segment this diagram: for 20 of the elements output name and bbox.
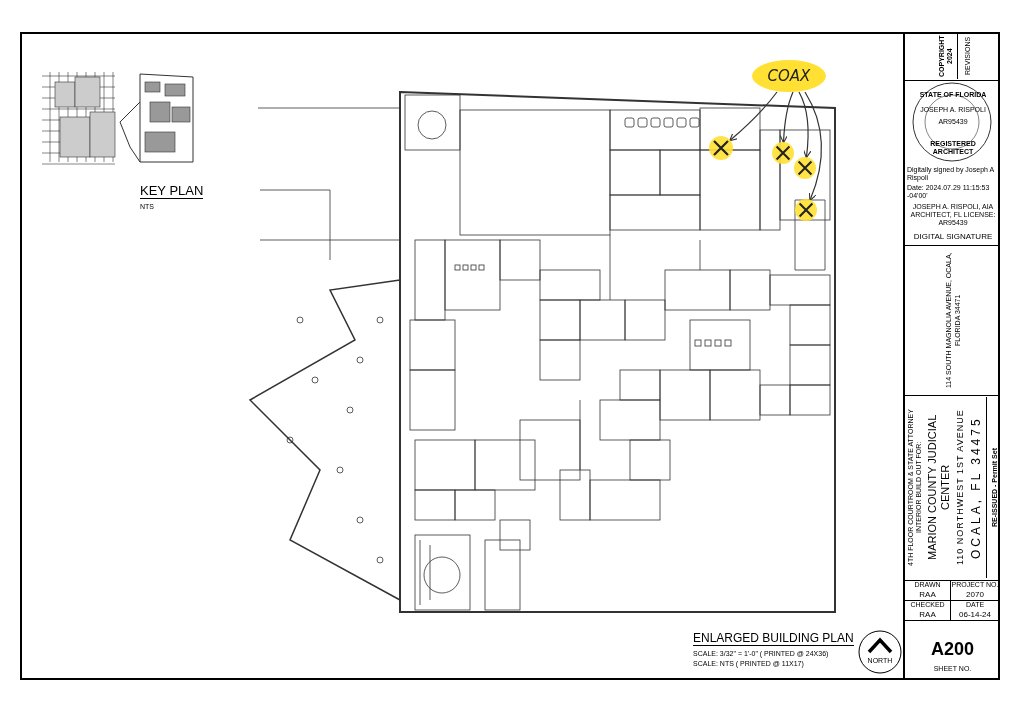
sheet-number: A200 xyxy=(930,638,975,661)
arrow xyxy=(779,91,794,144)
cross-mark xyxy=(709,136,733,160)
cross-mark xyxy=(795,199,817,221)
arrow xyxy=(798,91,812,159)
plan-title: ENLARGED BUILDING PLAN xyxy=(693,632,854,646)
field-value: RAA xyxy=(918,610,937,619)
cross-mark xyxy=(794,157,816,179)
project-title: MARION COUNTY JUDICIAL CENTER xyxy=(925,413,952,563)
project-address: OCALA, FL 34475 xyxy=(968,415,983,561)
field-value: RAA xyxy=(918,590,937,599)
highlighted-note: COAX xyxy=(752,60,826,92)
project-address: 110 NORTHWEST 1ST AVENUE xyxy=(954,408,966,568)
signature-heading: DIGITAL SIGNATURE xyxy=(912,231,994,243)
cross-mark xyxy=(772,142,794,164)
field-value: 06-14-24 xyxy=(958,610,992,619)
field-value: 2070 xyxy=(965,590,985,599)
plan-title: KEY PLAN xyxy=(140,184,204,199)
arrow xyxy=(804,91,822,202)
arrow xyxy=(729,91,778,142)
